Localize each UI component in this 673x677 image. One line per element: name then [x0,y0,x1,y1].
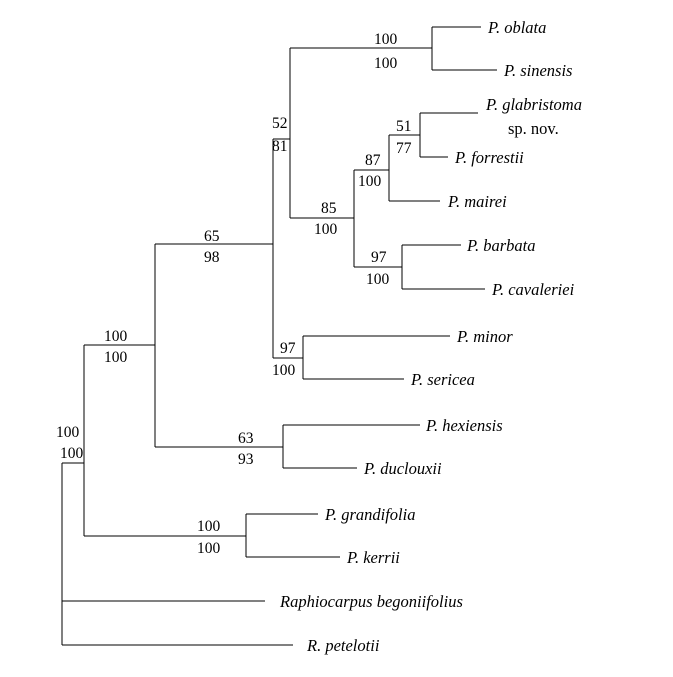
support-lower-upper-clade: 81 [272,138,288,155]
support-lower-root: 100 [60,445,84,462]
taxon-label-mairei: P. mairei [447,192,507,211]
support-lower-forrestii-mairei: 100 [358,173,382,190]
support-upper-upper-clade: 52 [272,115,288,132]
support-upper-glabristoma-forrestii: 51 [396,118,412,135]
taxon-label-kerrii: P. kerrii [346,548,400,567]
taxon-label-forrestii: P. forrestii [454,148,524,167]
support-upper-forrestii-mairei: 87 [365,152,381,169]
support-upper-core-group: 85 [321,200,337,217]
taxon-label-grandifolia: P. grandifolia [324,505,415,524]
support-lower-barbata-cavaleriei: 100 [366,271,390,288]
support-upper-grandifolia-kerrii: 100 [197,518,221,535]
taxon-label-glabristoma-note: sp. nov. [508,119,559,138]
support-lower-main-clade: 98 [204,249,220,266]
support-lower-minor-sericea: 100 [272,362,296,379]
support-values: 100 100 51 77 87 100 97 100 85 100 52 81… [56,31,412,557]
taxon-label-sinensis: P. sinensis [503,61,572,80]
support-upper-barbata-cavaleriei: 97 [371,249,387,266]
taxon-label-duclouxii: P. duclouxii [363,459,442,478]
support-upper-oblata-sinensis: 100 [374,31,398,48]
taxon-label-oblata: P. oblata [487,18,546,37]
support-lower-glabristoma-forrestii: 77 [396,140,412,157]
support-upper-ingroup: 100 [104,328,128,345]
support-upper-main-clade: 65 [204,228,220,245]
support-lower-core-group: 100 [314,221,338,238]
support-lower-hexiensis-duclouxii: 93 [238,451,254,468]
support-lower-oblata-sinensis: 100 [374,55,398,72]
taxon-label-begoniifolius: Raphiocarpus begoniifolius [279,592,463,611]
taxon-label-petelotii: R. petelotii [306,636,380,655]
support-upper-minor-sericea: 97 [280,340,296,357]
taxon-label-cavaleriei: P. cavaleriei [491,280,575,299]
support-lower-grandifolia-kerrii: 100 [197,540,221,557]
taxon-label-glabristoma: P. glabristoma [485,95,582,114]
taxon-label-barbata: P. barbata [466,236,535,255]
support-lower-ingroup: 100 [104,349,128,366]
support-upper-hexiensis-duclouxii: 63 [238,430,254,447]
support-upper-root: 100 [56,424,80,441]
tree-branches [61,26,497,646]
taxon-label-minor: P. minor [456,327,513,346]
taxon-labels: P. oblata P. sinensis P. glabristoma sp.… [279,18,582,655]
taxon-label-hexiensis: P. hexiensis [425,416,503,435]
taxon-label-sericea: P. sericea [410,370,475,389]
